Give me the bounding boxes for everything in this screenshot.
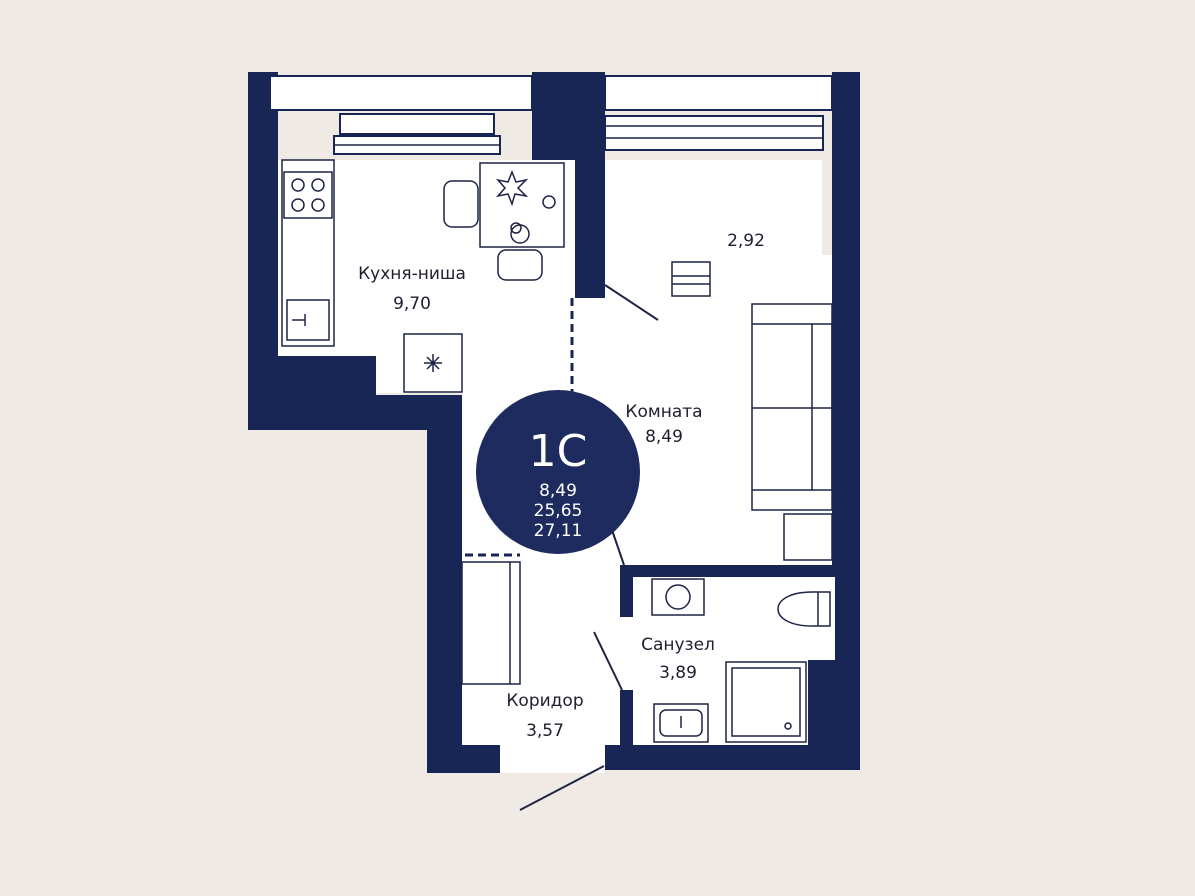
shower-tray <box>725 661 807 743</box>
window-balcony-top <box>604 75 833 111</box>
bathroom-area: 3,89 <box>659 663 697 683</box>
asterisk-icon <box>424 354 442 372</box>
badge-circle <box>476 390 640 554</box>
total-area-with-balcony: 27,11 <box>534 521 583 541</box>
toilet <box>777 591 831 627</box>
bathroom-fixtures <box>651 578 831 743</box>
room-furniture <box>604 261 833 561</box>
outer-walls <box>248 72 860 773</box>
nightstand <box>783 513 833 561</box>
balcony-door-block <box>671 261 711 297</box>
bathroom-name: Санузел <box>641 635 715 655</box>
window-kitchen-sill <box>339 113 495 135</box>
wardrobe <box>461 561 521 685</box>
sofa <box>751 303 833 511</box>
apartment-badge: 1С 8,49 25,65 27,11 <box>476 390 640 554</box>
flower-icon <box>495 169 529 207</box>
window-kitchen-top <box>269 75 533 111</box>
window-balcony-frame <box>604 115 824 151</box>
dining-table <box>479 162 565 248</box>
kitchen-furniture <box>281 159 574 393</box>
entrance-door-swing <box>519 765 605 811</box>
kitchen-name: Кухня-ниша <box>358 264 466 284</box>
room-area: 8,49 <box>645 427 683 447</box>
corridor-furniture <box>461 529 625 811</box>
apartment-type: 1С <box>529 426 588 477</box>
room-labels: Кухня-ниша 9,70 Комната 8,49 2,92 Санузе… <box>358 231 765 741</box>
floor-balcony-area <box>605 160 822 270</box>
room-door-swing <box>611 529 625 566</box>
living-area: 8,49 <box>539 481 577 501</box>
kitchen-area: 9,70 <box>393 294 431 314</box>
balcony-door-swing <box>604 284 659 321</box>
room-name: Комната <box>625 402 702 422</box>
floor-room <box>462 255 832 773</box>
total-area: 25,65 <box>534 501 583 521</box>
windows <box>269 75 833 155</box>
stove-icon <box>283 171 333 219</box>
corridor-area: 3,57 <box>526 721 564 741</box>
chair-left <box>443 180 479 228</box>
corridor-name: Коридор <box>506 691 583 711</box>
bathroom-door-swing <box>593 631 623 691</box>
balcony-area: 2,92 <box>727 231 765 251</box>
chair-bottom <box>497 249 543 281</box>
